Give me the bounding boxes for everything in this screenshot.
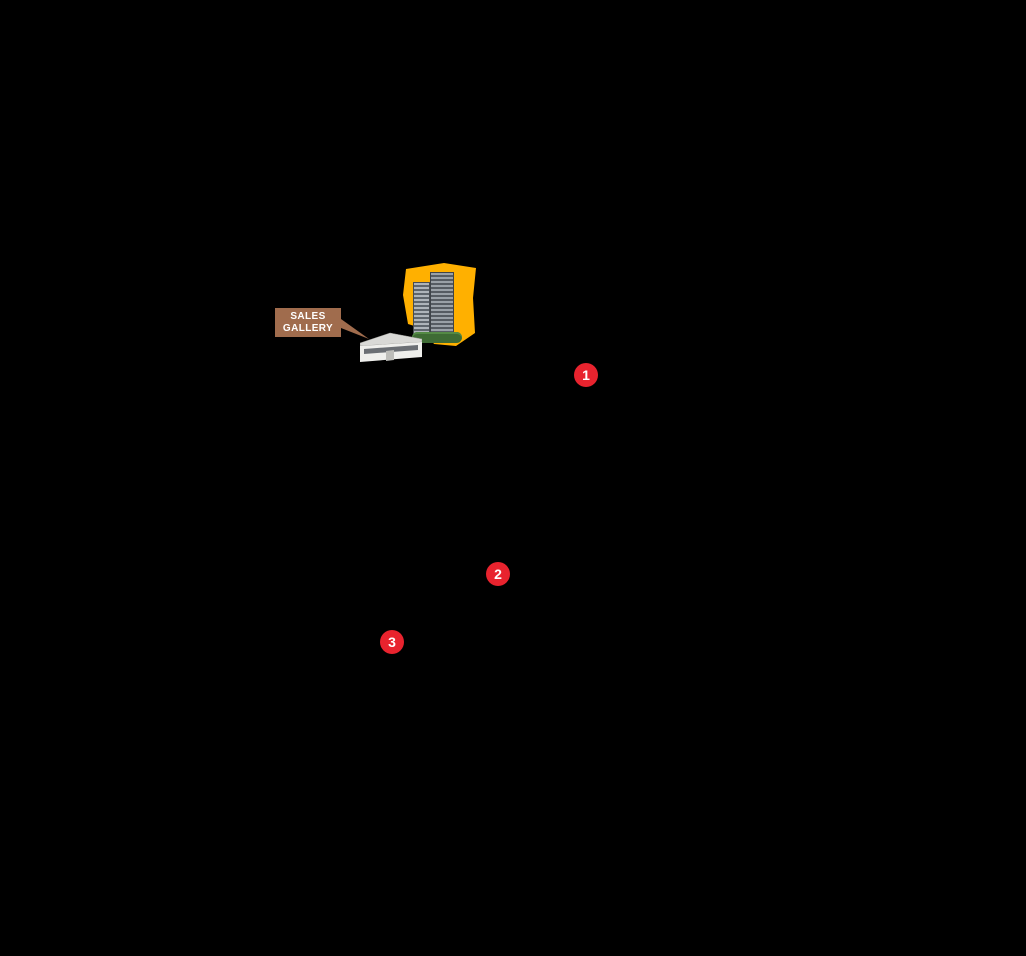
map-marker-3[interactable]: 3 bbox=[380, 630, 404, 654]
sales-gallery-label-line1: SALES bbox=[290, 310, 326, 322]
tower-block-icon bbox=[413, 282, 430, 334]
development-tower-illustration bbox=[410, 271, 464, 343]
marker-number: 2 bbox=[494, 566, 502, 582]
map-marker-1[interactable]: 1 bbox=[574, 363, 598, 387]
tower-block-icon bbox=[430, 272, 454, 336]
map-marker-2[interactable]: 2 bbox=[486, 562, 510, 586]
label-pointer-icon bbox=[341, 317, 371, 341]
marker-number: 3 bbox=[388, 634, 396, 650]
sales-gallery-label: SALES GALLERY bbox=[275, 308, 341, 337]
tower-landscape-icon bbox=[412, 332, 462, 343]
sales-gallery-label-line2: GALLERY bbox=[282, 322, 334, 334]
marker-number: 1 bbox=[582, 367, 590, 383]
